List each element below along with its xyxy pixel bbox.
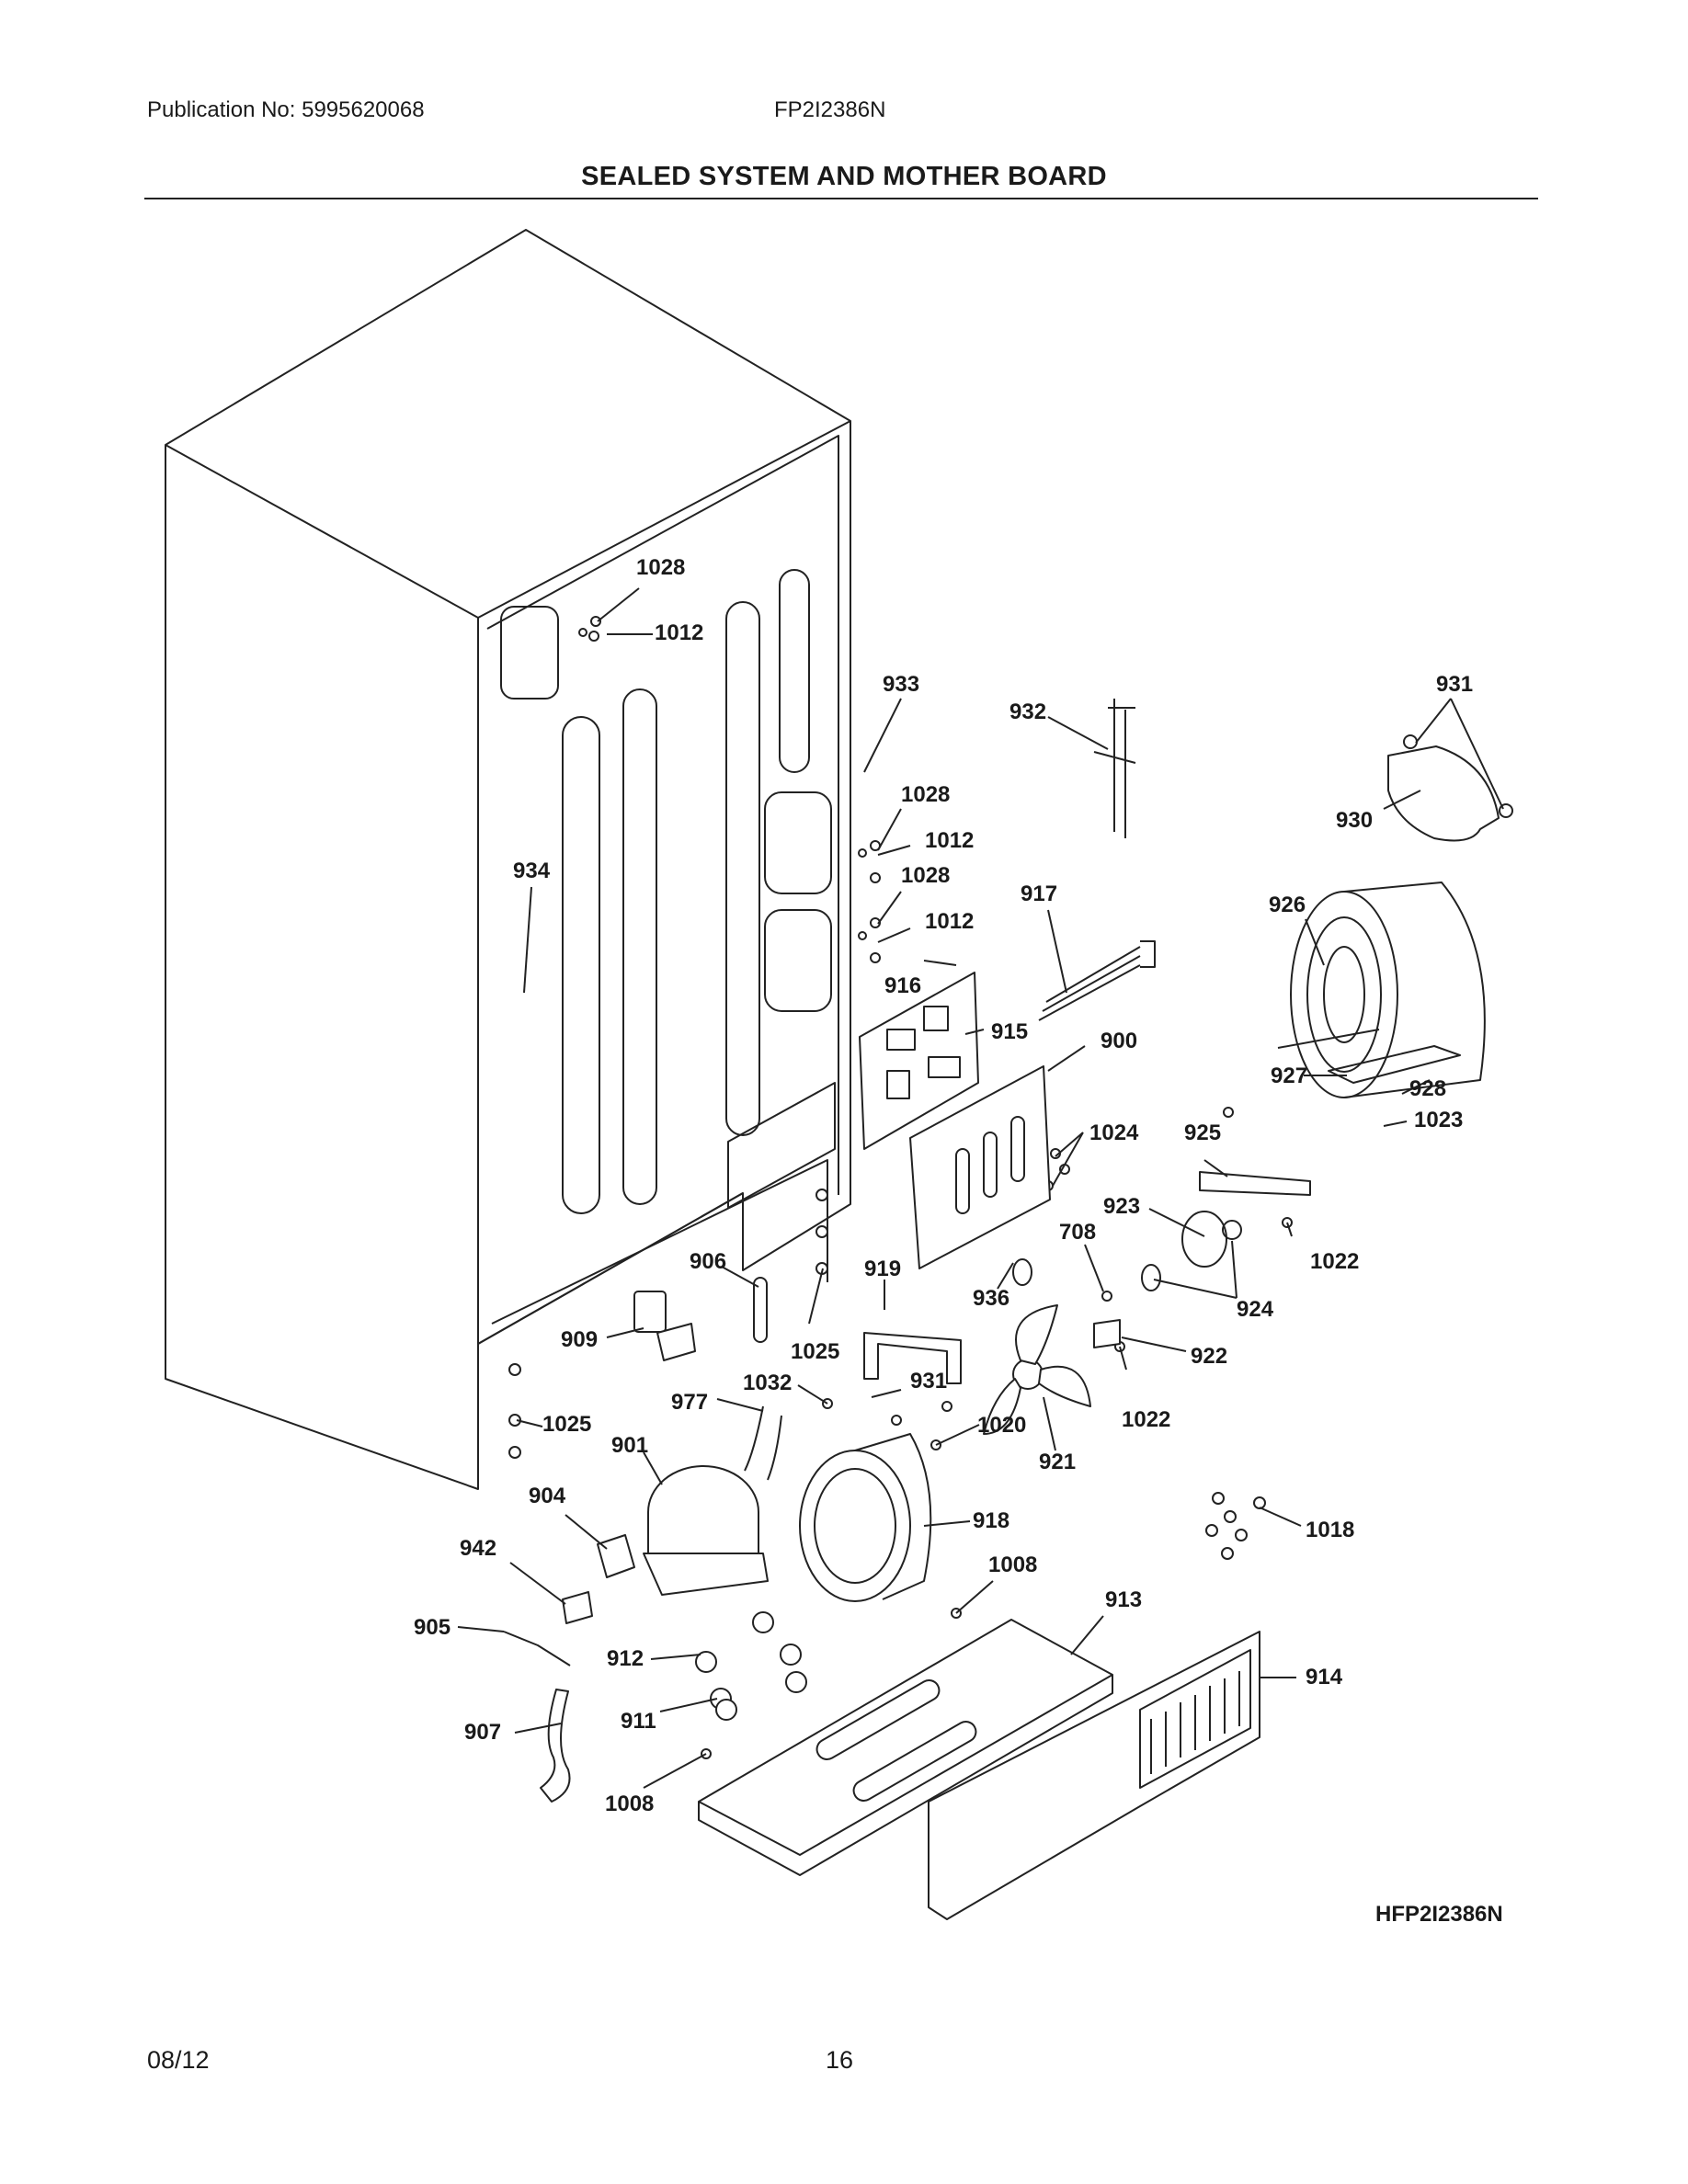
callout-1025: 1025	[791, 1339, 839, 1364]
motor-bracket	[1093, 1319, 1121, 1348]
callout-911: 911	[621, 1709, 656, 1734]
callout-907: 907	[464, 1720, 501, 1745]
callout-918: 918	[973, 1508, 1009, 1533]
wire-harness	[1038, 940, 1156, 1021]
callout-942: 942	[460, 1536, 496, 1561]
callout-708: 708	[1059, 1220, 1096, 1245]
diagram-code: HFP2I2386N	[1375, 1902, 1503, 1927]
callout-labels: 1028 1012 933 932 931 930 1028 1012 1028…	[414, 555, 1473, 1816]
callout-924: 924	[1237, 1297, 1274, 1322]
callout-1023: 1023	[1414, 1108, 1463, 1132]
power-wire	[503, 1631, 571, 1666]
callout-1008: 1008	[605, 1792, 654, 1816]
capacitor	[562, 1591, 593, 1624]
callout-901: 901	[611, 1433, 648, 1458]
callout-1024: 1024	[1089, 1120, 1139, 1145]
callout-906: 906	[690, 1249, 726, 1274]
callout-931: 931	[910, 1369, 947, 1393]
callout-915: 915	[991, 1019, 1028, 1044]
callout-928: 928	[1409, 1076, 1446, 1101]
compressor	[643, 1465, 769, 1596]
callout-1032: 1032	[743, 1371, 792, 1395]
footer-date: 08/12	[147, 2046, 210, 2074]
filter-drier	[753, 1277, 768, 1343]
callout-931: 931	[1436, 672, 1473, 697]
defrost-sensor	[1093, 699, 1136, 838]
mounting-plate	[909, 1065, 1051, 1269]
condenser-coil	[1277, 882, 1486, 1098]
callout-1008: 1008	[988, 1553, 1037, 1577]
fasteners	[508, 616, 1293, 1759]
callout-927: 927	[1271, 1064, 1307, 1088]
callout-917: 917	[1021, 882, 1057, 906]
callout-922: 922	[1191, 1344, 1227, 1369]
callout-905: 905	[414, 1615, 451, 1640]
condenser-shroud	[799, 1433, 932, 1602]
callout-925: 925	[1184, 1120, 1221, 1145]
callout-1025: 1025	[542, 1412, 591, 1437]
callout-1022: 1022	[1122, 1407, 1170, 1432]
callout-921: 921	[1039, 1450, 1076, 1474]
callout-904: 904	[529, 1484, 566, 1508]
callout-977: 977	[671, 1390, 708, 1415]
callout-1022: 1022	[1310, 1249, 1359, 1274]
callout-916: 916	[884, 973, 921, 998]
callout-1012: 1012	[925, 828, 974, 853]
callout-909: 909	[561, 1327, 598, 1352]
callout-1012: 1012	[925, 909, 974, 934]
drain-hose	[540, 1689, 571, 1803]
callout-932: 932	[1009, 700, 1046, 724]
callout-933: 933	[883, 672, 919, 697]
relay	[597, 1534, 635, 1578]
page-title: SEALED SYSTEM AND MOTHER BOARD	[581, 162, 1107, 191]
callout-912: 912	[607, 1646, 644, 1671]
hose	[863, 1332, 962, 1384]
water-valve	[633, 1291, 696, 1361]
callout-1028: 1028	[901, 863, 950, 888]
callout-1012: 1012	[655, 620, 703, 645]
cabinet	[165, 229, 851, 1490]
model-number: FP2I2386N	[774, 97, 886, 122]
leader-lines	[457, 587, 1504, 1789]
access-panel	[928, 1631, 1260, 1920]
fan-motor	[1181, 1211, 1242, 1268]
grommets	[695, 1611, 807, 1721]
publication-number: Publication No: 5995620068	[147, 97, 425, 122]
fan-blade	[983, 1304, 1091, 1435]
callout-1018: 1018	[1306, 1518, 1354, 1542]
callout-1028: 1028	[901, 782, 950, 807]
fan-bracket	[1199, 1171, 1311, 1196]
callout-900: 900	[1101, 1029, 1137, 1053]
callout-936: 936	[973, 1286, 1009, 1311]
title-rule	[144, 198, 1538, 199]
tubing	[744, 1405, 782, 1481]
callout-930: 930	[1336, 808, 1373, 833]
control-board	[859, 972, 979, 1150]
callout-934: 934	[513, 859, 551, 883]
base-pan	[698, 1619, 1113, 1876]
callout-926: 926	[1269, 893, 1306, 917]
callout-913: 913	[1105, 1587, 1142, 1612]
callout-923: 923	[1103, 1194, 1140, 1219]
callout-1028: 1028	[636, 555, 685, 580]
coil-bracket	[1328, 1045, 1461, 1084]
page-number: 16	[826, 2046, 854, 2074]
cover-plate	[1387, 745, 1500, 842]
callout-919: 919	[864, 1257, 901, 1281]
callout-914: 914	[1306, 1665, 1343, 1689]
callout-1020: 1020	[977, 1413, 1026, 1438]
